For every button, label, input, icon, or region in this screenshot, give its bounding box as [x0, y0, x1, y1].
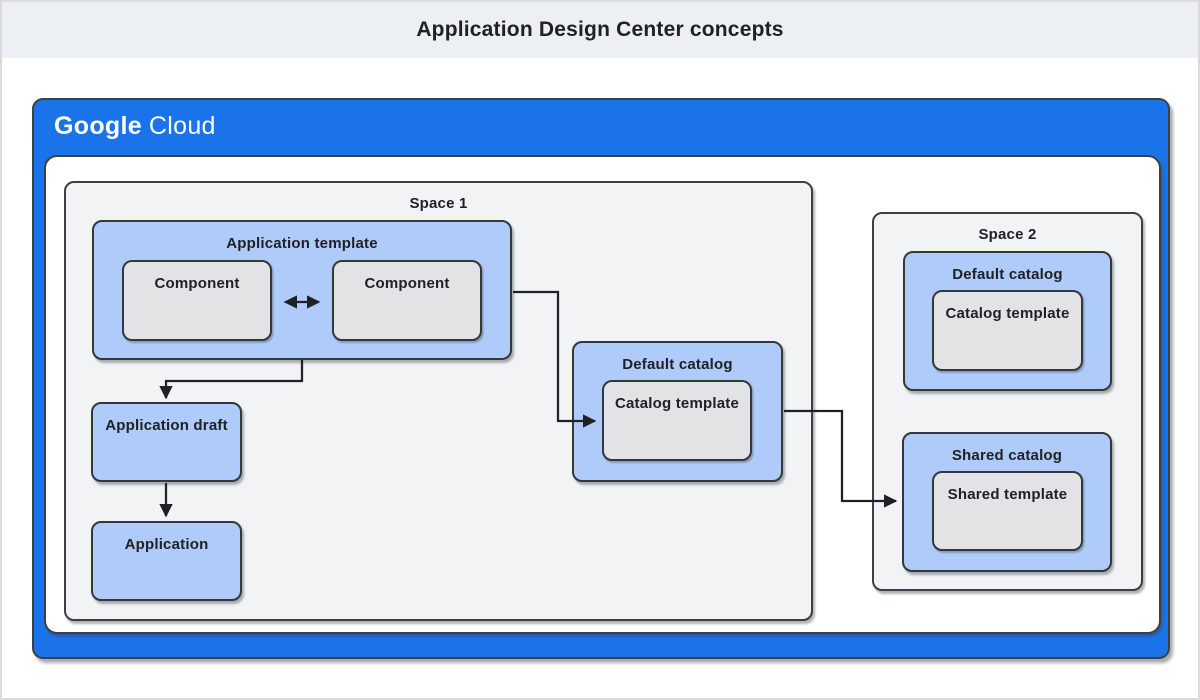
- application-template-label: Application template: [226, 235, 378, 252]
- page-title: Application Design Center concepts: [416, 18, 784, 41]
- component-1-label: Component: [154, 275, 240, 292]
- application-draft-box: Application draft: [91, 402, 242, 482]
- space-2-label: Space 2: [978, 226, 1037, 243]
- space2-default-catalog-label: Default catalog: [952, 266, 1063, 283]
- component-box-2: Component: [332, 260, 482, 341]
- space2-shared-template-box: Shared template: [932, 471, 1083, 551]
- title-band: Application Design Center concepts: [2, 2, 1198, 58]
- component-2-label: Component: [364, 275, 450, 292]
- application-label: Application: [124, 536, 209, 553]
- google-wordmark: Google: [54, 112, 142, 140]
- space2-catalog-template-label: Catalog template: [945, 305, 1070, 322]
- space2-shared-template-label: Shared template: [947, 486, 1068, 503]
- space1-catalog-template-label: Catalog template: [614, 395, 740, 412]
- space1-catalog-template-box: Catalog template: [602, 380, 752, 461]
- space1-default-catalog-label: Default catalog: [622, 356, 733, 373]
- application-draft-label: Application draft: [105, 417, 228, 434]
- space2-catalog-template-box: Catalog template: [932, 290, 1083, 371]
- application-box: Application: [91, 521, 242, 601]
- cloud-wordmark: Cloud: [148, 112, 216, 140]
- component-box-1: Component: [122, 260, 272, 341]
- space2-shared-catalog-label: Shared catalog: [951, 447, 1063, 464]
- space-1-label: Space 1: [409, 195, 468, 212]
